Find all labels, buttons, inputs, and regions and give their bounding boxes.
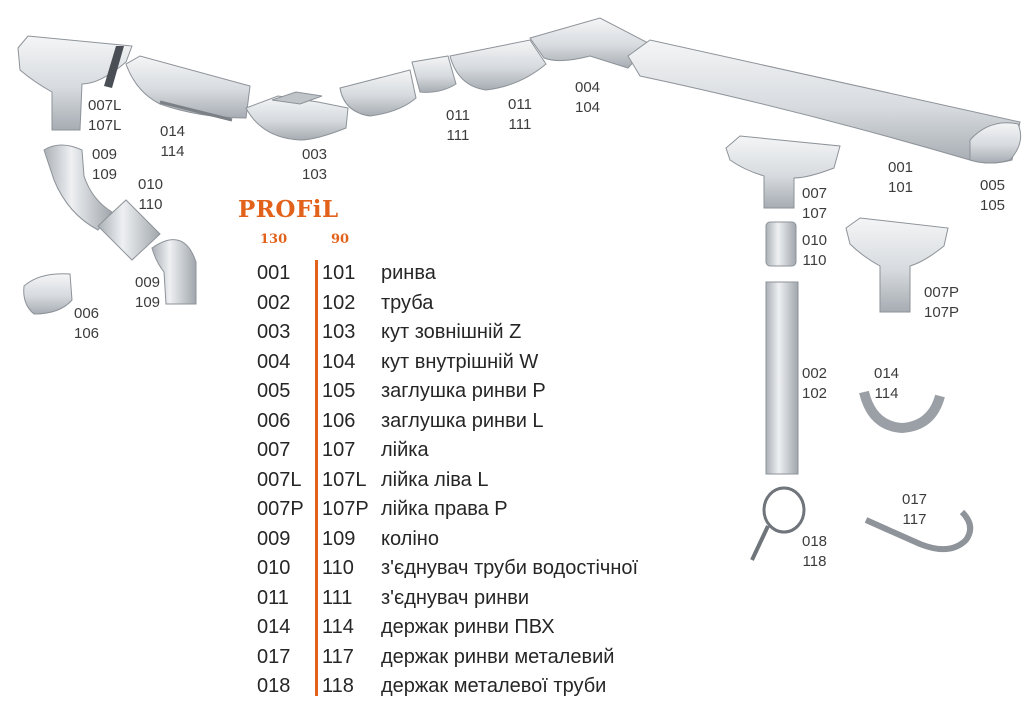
part-name: кут внутрішній W bbox=[381, 350, 539, 373]
code-130: 011 bbox=[257, 586, 289, 609]
part-name: заглушка ринви L bbox=[381, 409, 544, 432]
pipe-connector-part bbox=[97, 199, 161, 261]
code-90: 114 bbox=[322, 616, 354, 638]
legend-divider bbox=[315, 260, 318, 696]
gutter-section-part bbox=[449, 39, 547, 91]
code-90: 111 bbox=[322, 586, 353, 609]
elbow-part bbox=[43, 144, 113, 231]
code-90: 117 bbox=[322, 645, 354, 668]
code-90: 107L bbox=[322, 468, 367, 491]
code-90: 102 bbox=[322, 291, 356, 314]
code-130: 002 bbox=[257, 291, 291, 314]
pvc-hanger-part bbox=[859, 390, 945, 434]
code-130: 004 bbox=[257, 350, 291, 373]
code-90: 106 bbox=[322, 409, 356, 432]
brand-logo: PROFiL bbox=[238, 196, 339, 223]
code-130: 006 bbox=[257, 409, 291, 432]
end-cap-part bbox=[969, 122, 1022, 164]
code-130: 017 bbox=[257, 645, 291, 668]
code-90: 109 bbox=[322, 527, 356, 550]
code-90: 104 bbox=[322, 350, 356, 373]
part-name: ринва bbox=[381, 262, 436, 284]
part-name: кут зовнішній Z bbox=[381, 321, 522, 343]
metal-hanger-part bbox=[864, 509, 974, 553]
outer-corner-part bbox=[245, 95, 349, 141]
part-name: з'єднувач ринви bbox=[381, 586, 530, 609]
code-90: 107P bbox=[322, 498, 369, 520]
outlet-part bbox=[725, 135, 841, 209]
code-130: 014 bbox=[257, 616, 291, 638]
corner-top-mark bbox=[271, 91, 323, 105]
outlet-right-part bbox=[845, 217, 949, 313]
downpipe-part bbox=[765, 281, 799, 475]
part-name: заглушка ринви P bbox=[381, 380, 546, 402]
code-90: 105 bbox=[322, 380, 356, 402]
part-name: коліно bbox=[381, 527, 439, 550]
outlet-left-part bbox=[17, 35, 133, 131]
part-name: лійка права P bbox=[381, 498, 508, 520]
part-name: з'єднувач труби водостічної bbox=[381, 557, 639, 579]
pipe-clip-ring bbox=[762, 486, 806, 534]
code-90: 107 bbox=[322, 439, 356, 461]
code-130: 005 bbox=[257, 380, 291, 402]
elbow-part bbox=[151, 239, 197, 305]
code-130: 007L bbox=[257, 468, 302, 491]
code-130: 007P bbox=[257, 498, 304, 520]
part-name: лійка ліва L bbox=[381, 468, 489, 491]
outlet-left-clip bbox=[104, 46, 124, 88]
code-90: 101 bbox=[322, 262, 356, 284]
code-130: 018 bbox=[257, 675, 291, 697]
code-90: 103 bbox=[322, 321, 356, 343]
part-name: держак ринви металевий bbox=[381, 645, 615, 668]
code-130: 009 bbox=[257, 527, 291, 550]
gutter-connector-part bbox=[411, 55, 457, 93]
pipe-clip-screw bbox=[750, 525, 770, 561]
code-130: 007 bbox=[257, 439, 291, 461]
gutter-section-part bbox=[125, 55, 251, 119]
code-90: 118 bbox=[322, 675, 354, 697]
gutter-bracket-mark bbox=[159, 100, 233, 122]
part-name: труба bbox=[381, 291, 434, 314]
code-90: 110 bbox=[322, 557, 354, 579]
part-name: лійка bbox=[381, 439, 429, 461]
column-header-90: 90 bbox=[331, 232, 350, 247]
code-130: 001 bbox=[257, 262, 291, 284]
gutter-section-part bbox=[339, 69, 417, 117]
end-cap-left-part bbox=[23, 273, 73, 315]
code-130: 010 bbox=[257, 557, 291, 579]
part-name: держак ринви ПВХ bbox=[381, 616, 555, 638]
part-name: держак металевої труби bbox=[381, 675, 607, 697]
pipe-connector-part bbox=[765, 221, 797, 267]
column-header-130: 130 bbox=[260, 232, 288, 247]
code-130: 003 bbox=[257, 321, 291, 343]
